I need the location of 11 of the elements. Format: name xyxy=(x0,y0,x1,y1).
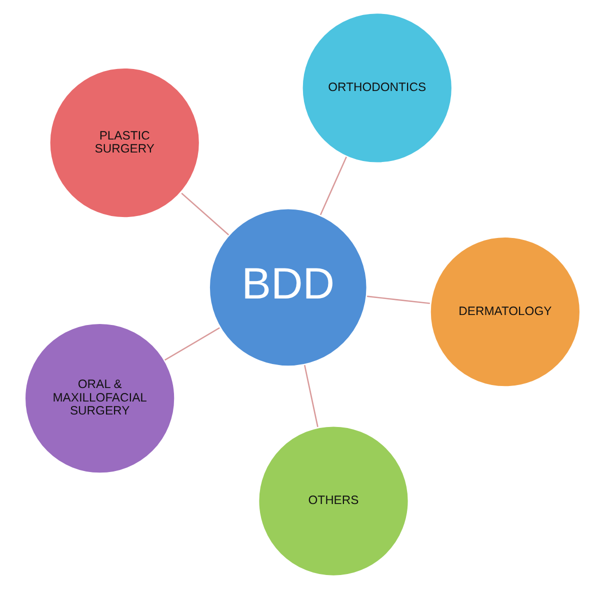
node-circle: BDD xyxy=(207,207,368,368)
node-circle: DERMATOLOGY xyxy=(428,235,582,388)
connector xyxy=(319,156,346,216)
connector xyxy=(303,365,318,428)
node-circle: OTHERS xyxy=(256,424,410,578)
connector xyxy=(366,296,430,304)
node-circle: ORAL & MAXILLOFACIAL SURGERY xyxy=(22,322,176,475)
connector xyxy=(180,192,229,236)
node-circle: PLASTIC SURGERY xyxy=(48,66,201,220)
connector xyxy=(164,327,220,361)
node-circle: ORTHODONTICS xyxy=(300,11,454,164)
